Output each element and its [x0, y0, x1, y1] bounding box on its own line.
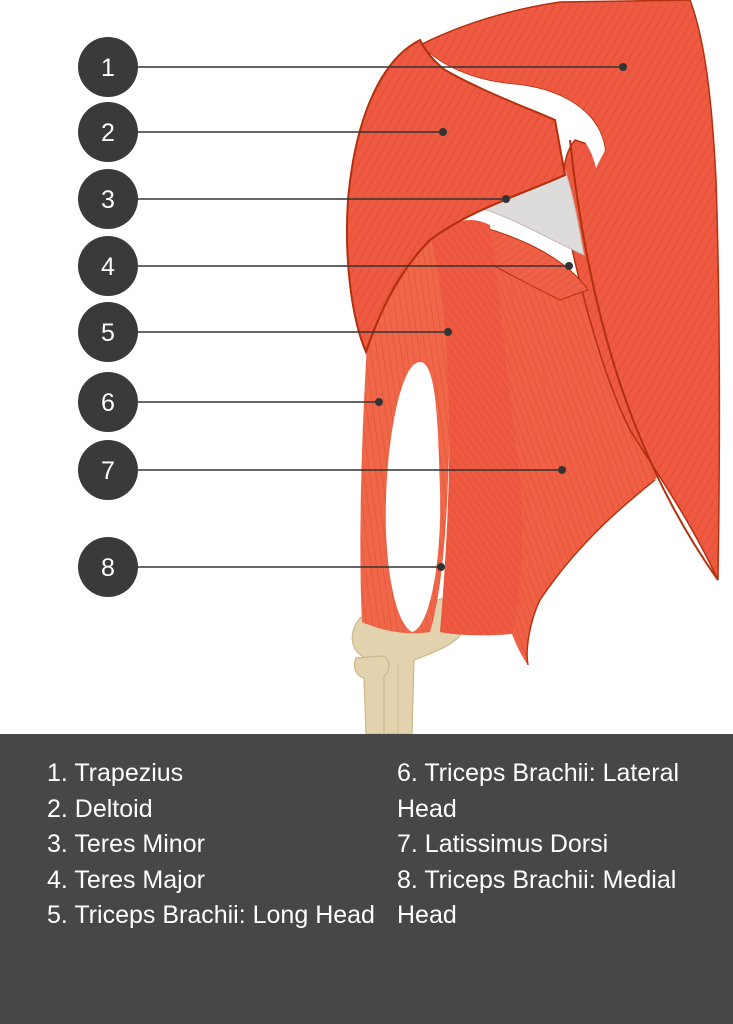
marker-circle-8 — [78, 537, 138, 597]
pointer-dot-triceps-brachii-medial-head — [437, 563, 445, 571]
marker-number-7: 7 — [101, 457, 115, 485]
medial-head-gap — [385, 362, 441, 632]
marker-number-4: 4 — [101, 253, 115, 281]
legend-entry-4: 4. Teres Major — [47, 865, 205, 894]
marker-number-2: 2 — [101, 119, 115, 147]
marker-circle-4 — [78, 236, 138, 296]
marker-number-5: 5 — [101, 319, 115, 347]
pointer-dot-latissimus-dorsi — [558, 466, 566, 474]
marker-number-8: 8 — [101, 554, 115, 582]
marker-circle-5 — [78, 302, 138, 362]
marker-circle-7 — [78, 440, 138, 500]
legend-entry-2: 2. Deltoid — [47, 794, 153, 823]
pointer-dot-triceps-brachii-long-head — [444, 328, 452, 336]
marker-circle-6 — [78, 372, 138, 432]
pointer-dot-deltoid — [439, 128, 447, 136]
leader-lines — [108, 63, 627, 571]
marker-number-1: 1 — [101, 54, 115, 82]
legend-entry-6: 6. Triceps Brachii: Lateral Head — [397, 759, 680, 823]
legend-entry-7: 7. Latissimus Dorsi — [397, 830, 609, 858]
legend-entry-1: 1. Trapezius — [47, 759, 184, 787]
legend-column-right: 6. Triceps Brachii: Lateral Head 7. Lati… — [397, 756, 717, 934]
marker-number-3: 3 — [101, 186, 115, 214]
legend-column-left: 1. Trapezius 2. Deltoid 3. Teres Minor 4… — [47, 756, 382, 934]
legend-entry-3: 3. Teres Minor — [47, 830, 205, 858]
pointer-dot-teres-minor — [502, 195, 510, 203]
legend-panel: 1. Trapezius 2. Deltoid 3. Teres Minor 4… — [0, 734, 733, 1024]
legend-entry-5: 5. Triceps Brachii: Long Head — [47, 901, 375, 929]
pointer-dot-trapezius — [619, 63, 627, 71]
pointer-dot-triceps-brachii-lateral-head — [375, 398, 383, 406]
triceps-long-head-muscle — [430, 220, 523, 636]
pointer-dot-teres-major — [565, 262, 573, 270]
number-markers: 1 2 3 4 5 6 7 8 — [78, 37, 138, 597]
legend-entry-8: 8. Triceps Brachii: Medial Head — [397, 865, 677, 930]
shoulder-muscle-diagram: 1 2 3 4 5 6 7 8 — [78, 0, 721, 734]
marker-circle-1 — [78, 37, 138, 97]
marker-circle-2 — [78, 102, 138, 162]
marker-number-6: 6 — [101, 389, 115, 417]
marker-circle-3 — [78, 169, 138, 229]
